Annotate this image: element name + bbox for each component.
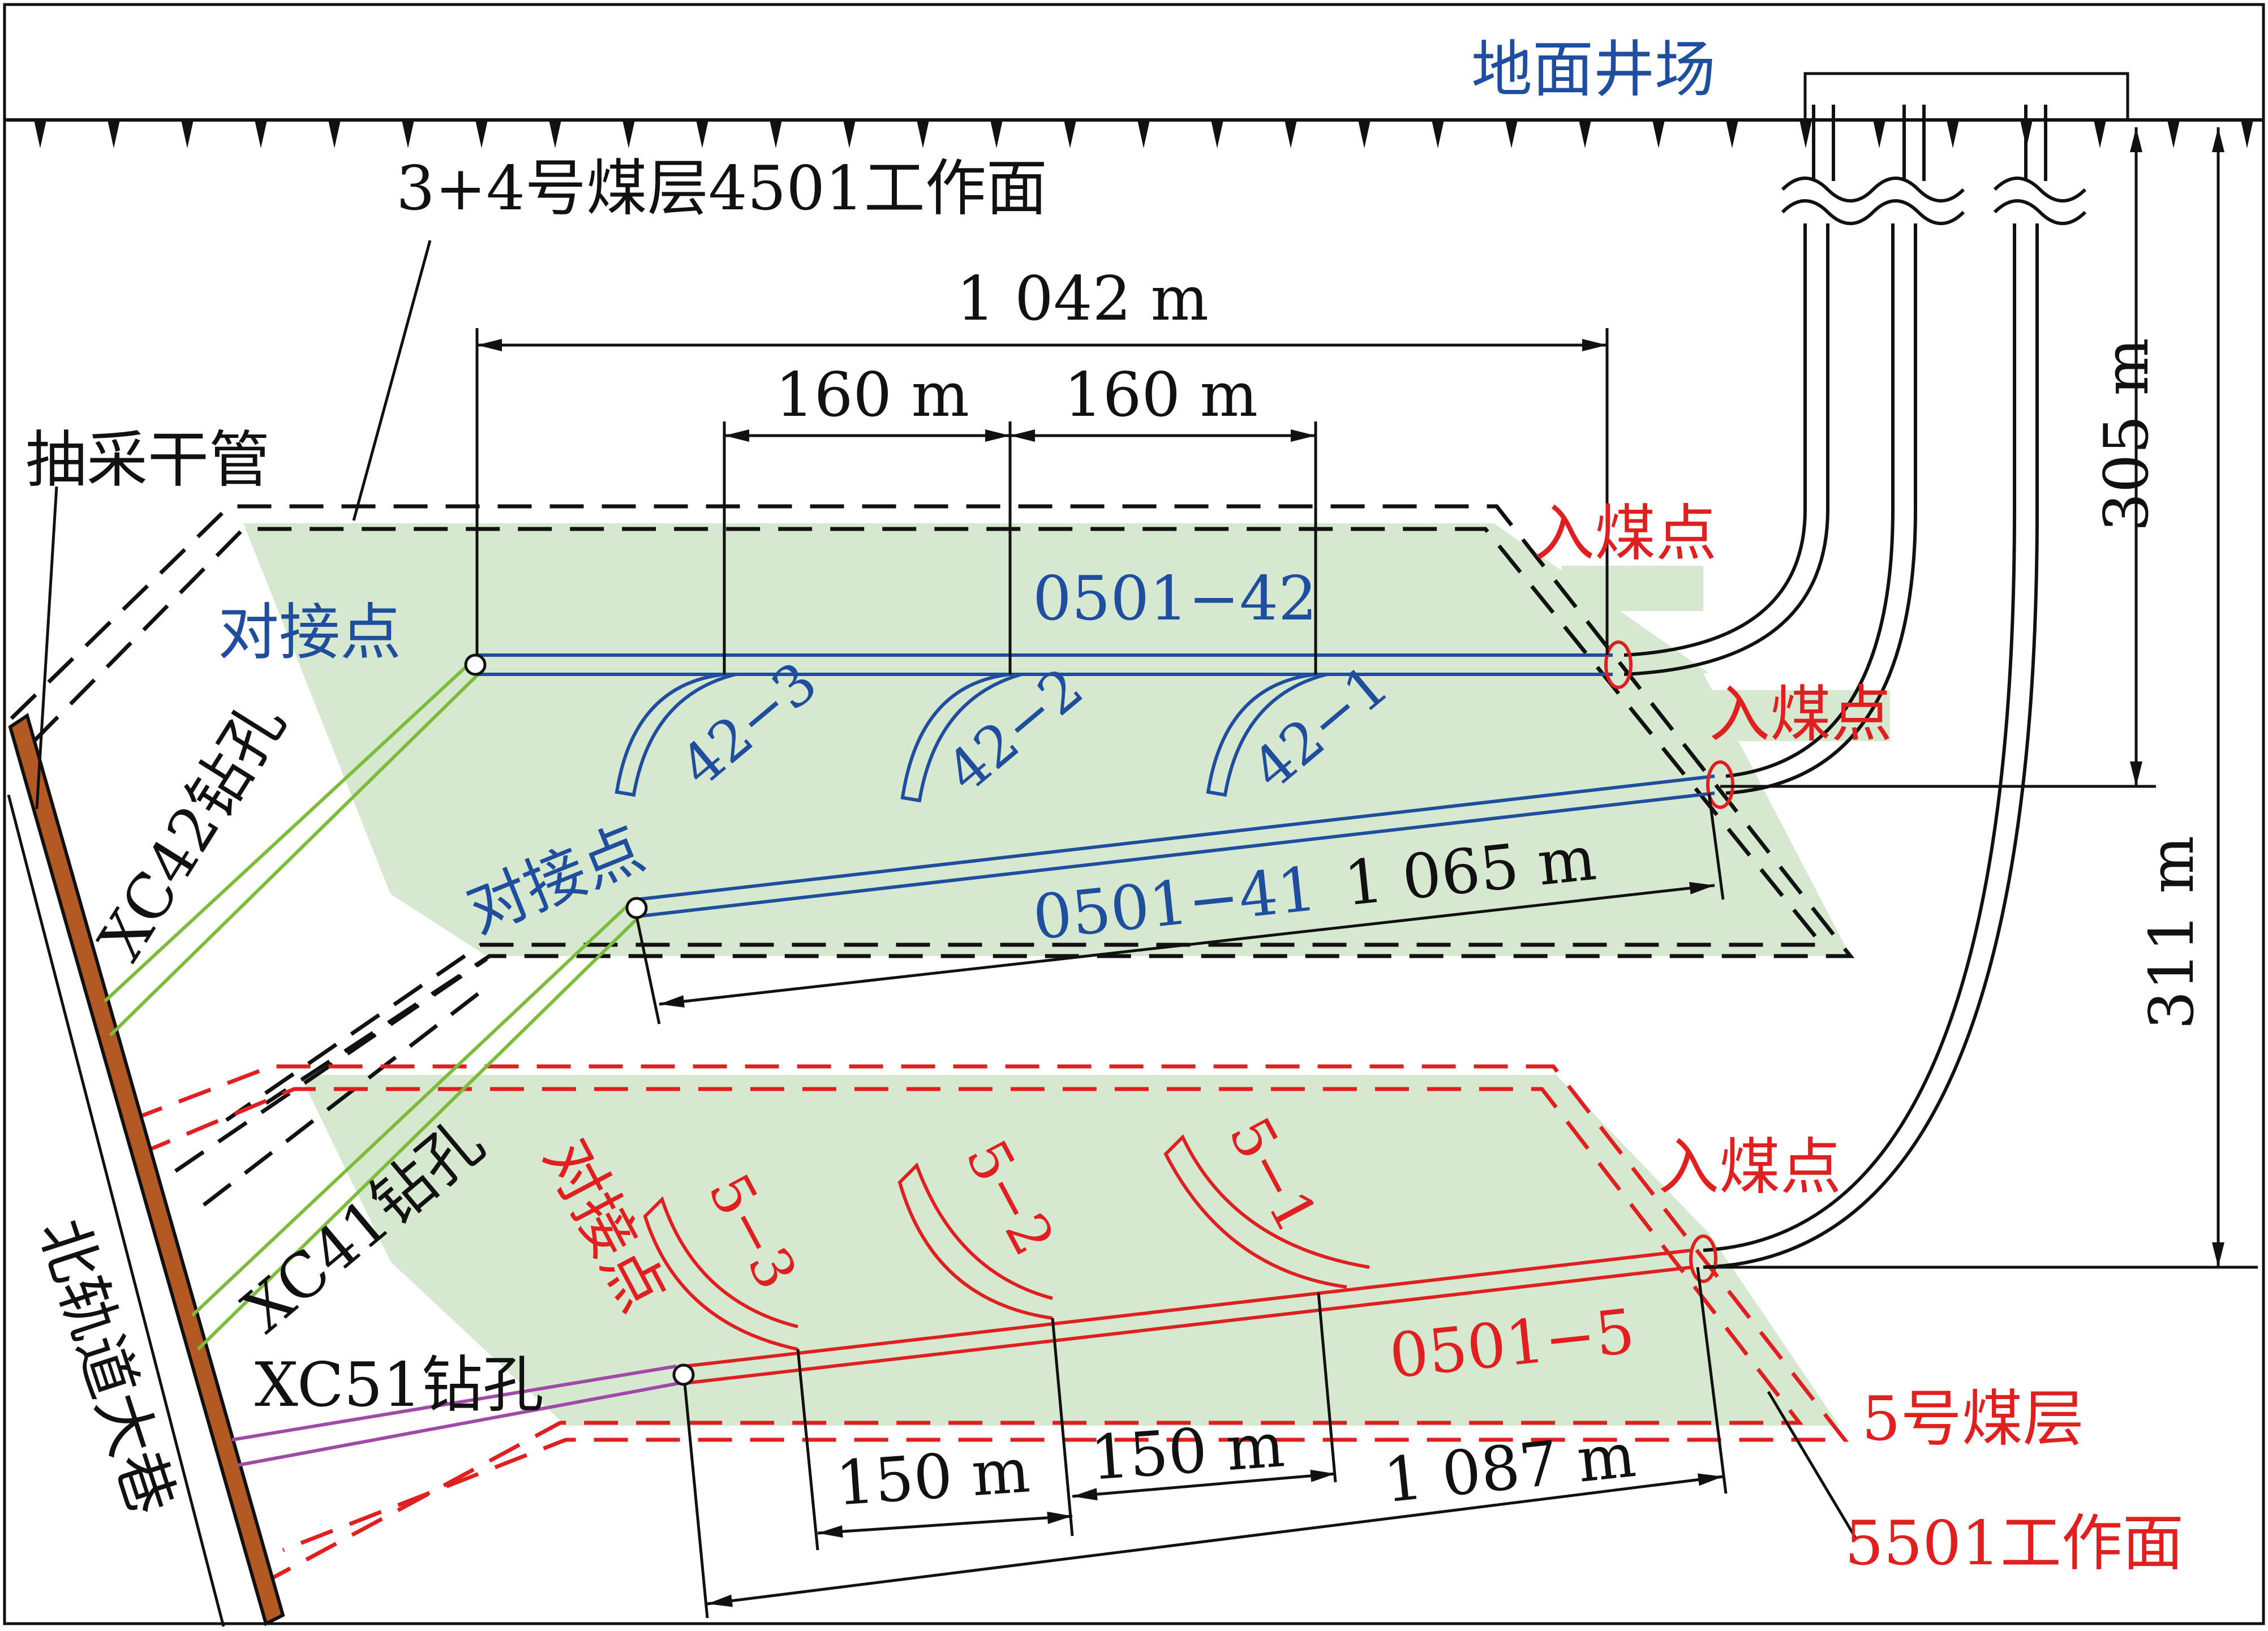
entry-point-42-label: 入煤点 [1534, 498, 1717, 569]
dim-150b-label: 150 m [1088, 1410, 1287, 1494]
ground-hatch-mark [1947, 120, 1959, 148]
ground-hatch-mark [402, 120, 414, 148]
ground-hatch-mark [1505, 120, 1518, 148]
face4501-fill [243, 523, 1850, 956]
dim-160b-label: 160 m [1064, 360, 1258, 431]
ground-hatch-mark [1579, 120, 1591, 148]
docking-point-41 [625, 897, 648, 919]
face5501-outline [129, 1064, 1849, 1581]
well-site-box [1803, 72, 2129, 120]
seam34-leader [352, 240, 432, 521]
ground-hatch-mark [1652, 120, 1665, 148]
ground-hatch-mark [622, 120, 635, 148]
docking-point-42-label: 对接点 [218, 597, 401, 668]
face5501-label: 5501工作面 [1845, 1508, 2184, 1579]
well-0501-41-vertical [1725, 223, 1917, 795]
dimension-lines [475, 127, 2258, 1619]
ground-hatch-mark [2094, 120, 2106, 148]
dim-150a-label: 150 m [834, 1435, 1032, 1520]
ground-hatch-mark [1873, 120, 1885, 148]
ground-hatch-mark [1726, 120, 1738, 148]
well-0501-42-vertical [1623, 223, 1829, 676]
ground-hatch [34, 120, 2253, 148]
entry-point-41 [1706, 760, 1734, 809]
face4501-fill-patch2 [1675, 690, 1890, 741]
ground-hatch-mark [255, 120, 267, 148]
face4501-fill-patch [1562, 566, 1703, 611]
ground-hatch-mark [1285, 120, 1297, 148]
main-pipe-label: 抽采干管 [25, 425, 270, 496]
ground-hatch-mark [917, 120, 929, 148]
docking-point-5 [672, 1363, 695, 1386]
ground-hatch-mark [2241, 120, 2253, 148]
main-pipe-leader [35, 486, 58, 810]
entry-point-41-label: 入煤点 [1709, 679, 1892, 750]
ground-hatch-mark [1137, 120, 1150, 148]
xc51-borehole [231, 1365, 680, 1467]
seam34-face-label: 3+4号煤层4501工作面 [396, 153, 1047, 224]
xc51-label: XC51钻孔 [255, 1350, 544, 1421]
dim-1087-label: 1 087 m [1381, 1420, 1639, 1517]
ground-hatch-mark [108, 120, 120, 148]
well-0501-5-vertical [1703, 223, 2039, 1269]
ground-hatch-mark [770, 120, 782, 148]
ground-hatch-mark [475, 120, 488, 148]
entry-point-42 [1604, 640, 1633, 689]
dim-1042-label: 1 042 m [956, 264, 1209, 334]
ground-hatch-mark [1064, 120, 1076, 148]
ground-hatch-mark [1799, 120, 1812, 148]
ground-hatch-mark [1358, 120, 1371, 148]
ground-hatch-mark [2167, 120, 2180, 148]
xc42-label: XC42钻孔 [85, 690, 299, 972]
dim-311-label: 311 m [2137, 836, 2207, 1030]
surface-site-label: 地面井场 [1471, 35, 1716, 105]
entry-point-5 [1689, 1234, 1717, 1283]
dim-160a-label: 160 m [775, 360, 969, 431]
ground-hatch-mark [1211, 120, 1223, 148]
north-roadway-wall [7, 794, 225, 1627]
h42-label: 0501−42 [1033, 563, 1317, 634]
xc42-borehole [103, 659, 480, 1037]
pipe-break-marks [1781, 105, 2087, 225]
entry-point-5-label: 入煤点 [1658, 1132, 1841, 1203]
docking-point-42 [464, 653, 487, 676]
face5501-fill [300, 1075, 1839, 1426]
ground-hatch-mark [843, 120, 856, 148]
main-extraction-pipe [8, 713, 285, 1626]
ground-hatch-mark [696, 120, 708, 148]
outer-frame [3, 3, 2265, 1625]
well-0501-5 [643, 1134, 1693, 1385]
ground-hatch-mark [34, 120, 46, 148]
seam5-label: 5号煤层 [1862, 1384, 2084, 1454]
well-0501-42 [477, 653, 1613, 803]
xc41-borehole [191, 901, 641, 1351]
dim-305-label: 305 m [2091, 338, 2162, 532]
ground-hatch-mark [328, 120, 341, 148]
ground-hatch-mark [181, 120, 194, 148]
ground-hatch-mark [1432, 120, 1444, 148]
ground-hatch-mark [990, 120, 1003, 148]
ground-hatch-mark [549, 120, 561, 148]
